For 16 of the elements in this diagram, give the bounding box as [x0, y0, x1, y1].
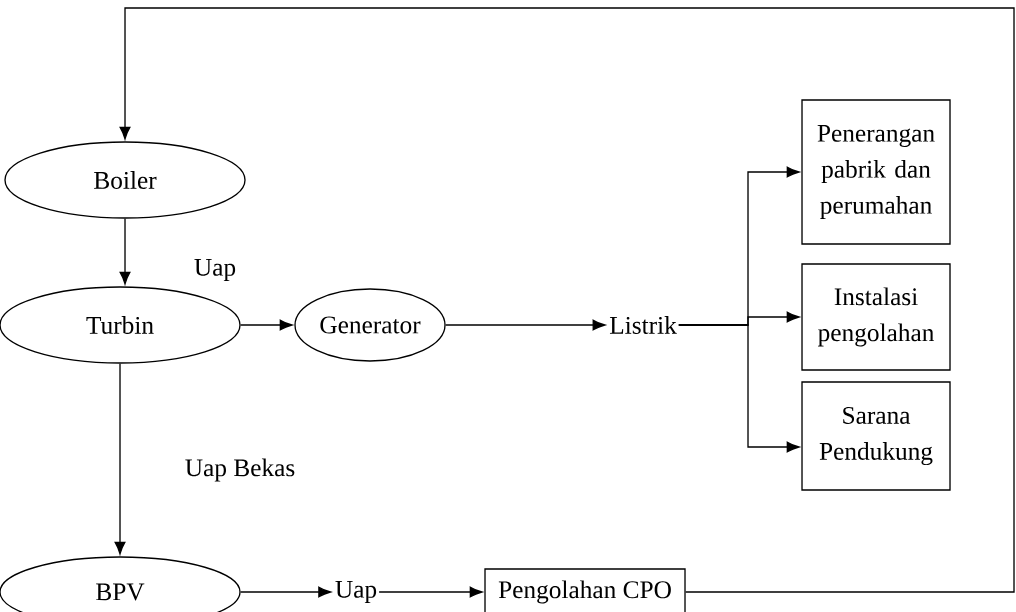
flow-text: Uap	[335, 581, 377, 603]
arrow	[445, 319, 606, 331]
process-box: Penerangan pabrik dan perumahan	[801, 99, 951, 245]
edge-label: Uap Bekas	[183, 457, 297, 483]
arrow	[119, 7, 1015, 593]
arrow	[119, 218, 131, 285]
arrow	[240, 319, 293, 331]
flow-text: Listrik	[609, 316, 677, 334]
process-box: Instalasi pengolahan	[801, 263, 951, 371]
process-box: Sarana Pendukung	[801, 381, 951, 491]
process-box: Pengolahan CPO	[484, 568, 686, 612]
arrow	[240, 586, 332, 598]
edge-label: Uap	[192, 257, 238, 283]
arrow	[114, 363, 126, 555]
arrow	[378, 586, 483, 598]
arrow	[678, 324, 800, 453]
